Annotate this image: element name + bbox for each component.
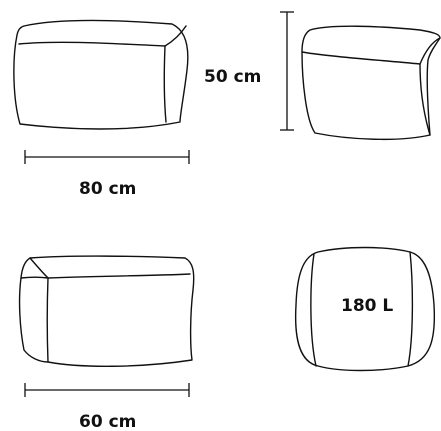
- width-dimension-top: [24, 150, 190, 164]
- height-label: 50 cm: [204, 67, 262, 87]
- width-label-bottom: 60 cm: [79, 412, 137, 431]
- width-dimension-bottom: [24, 383, 190, 397]
- volume-label: 180 L: [341, 296, 394, 316]
- pouf-depth-view: [18, 255, 195, 367]
- height-dimension: [280, 11, 294, 131]
- pouf-front-view: [13, 19, 189, 130]
- width-label-top: 80 cm: [79, 179, 137, 199]
- pouf-side-view: [301, 25, 441, 141]
- pouf-top-view: [294, 246, 436, 372]
